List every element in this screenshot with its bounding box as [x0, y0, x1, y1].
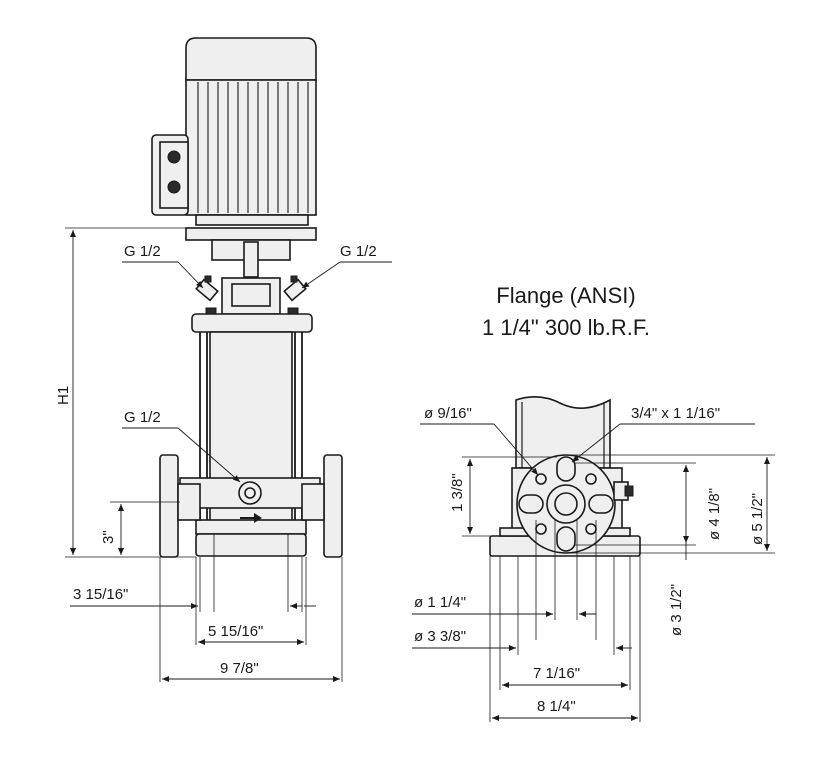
dim-label-mid: 5 15/16": [208, 623, 263, 640]
pump-head-window: [231, 283, 271, 307]
cable-gland-icon: [167, 150, 181, 164]
slot-top: [556, 456, 576, 482]
slot-bottom: [556, 526, 576, 552]
slot-right: [588, 494, 614, 514]
outlet-flange: [323, 454, 343, 558]
nut-icon: [205, 307, 217, 315]
bolt-hole: [535, 523, 547, 535]
motor-body: [185, 79, 317, 216]
flow-arrow-icon: [240, 513, 262, 523]
pump-side-view: [151, 37, 343, 558]
pump-base-plate: [195, 519, 307, 535]
drain-plug-inner: [244, 487, 256, 499]
motor-flange: [185, 227, 317, 241]
bolt-hole: [535, 473, 547, 485]
side-plug-head: [624, 485, 634, 497]
flange-title-line1: Flange (ANSI): [496, 283, 635, 308]
dia-4-1-8-label: ø 4 1/8": [706, 488, 723, 540]
nut-icon: [287, 307, 299, 315]
base-height-dimension: [110, 501, 180, 555]
flange-view-leaders: [420, 423, 755, 476]
dim-label-inner: 3 15/16": [73, 586, 128, 603]
vent-plug-left-icon: [195, 275, 219, 302]
dia-3-3-8-label: ø 3 3/8": [414, 628, 466, 645]
bolt-hole: [585, 523, 597, 535]
pump-foot: [195, 533, 307, 557]
h1-dimension: [65, 227, 196, 558]
slot-left: [518, 494, 544, 514]
outlet-pipe: [301, 483, 325, 521]
dia-3-1-2-label: ø 3 1/2": [668, 584, 685, 636]
motor-flange-top: [195, 214, 309, 226]
motor-fan-cover: [185, 37, 317, 81]
width-inner-label: 7 1/16": [533, 665, 580, 682]
bolt-hole-label: ø 9/16": [424, 405, 472, 422]
vent-plug-right-icon: [283, 275, 307, 302]
motor-fins: [197, 82, 309, 213]
flange-end-view: [489, 396, 641, 557]
width-total-label: 8 1/4": [537, 698, 576, 715]
flange-diameter-dims: [566, 454, 775, 560]
port-label-drain: G 1/2: [124, 409, 161, 426]
cable-gland-icon: [167, 180, 181, 194]
flange-height-label: 1 3/8": [449, 473, 466, 512]
flange-width-dims: [412, 520, 641, 722]
flange-bore: [554, 492, 578, 516]
coupling: [243, 241, 259, 278]
height-label: H1: [55, 386, 72, 405]
slot-label: 3/4" x 1 1/16": [631, 405, 720, 422]
side-view-leaders: [122, 261, 392, 483]
port-label-left: G 1/2: [124, 243, 161, 260]
bolt-hole: [585, 473, 597, 485]
dia-1-1-4-label: ø 1 1/4": [414, 594, 466, 611]
dia-5-1-2-label: ø 5 1/2": [749, 493, 766, 545]
base-height-label: 3": [100, 530, 117, 544]
flange-title-line2: 1 1/4" 300 lb.R.F.: [482, 315, 650, 340]
port-label-right: G 1/2: [340, 243, 377, 260]
inlet-flange: [159, 454, 179, 558]
side-view-width-dims: [70, 534, 343, 682]
inlet-pipe: [177, 483, 201, 521]
dim-label-total: 9 7/8": [220, 660, 259, 677]
pump-top-plate: [191, 313, 313, 333]
flange-height-dimension: [462, 456, 557, 537]
